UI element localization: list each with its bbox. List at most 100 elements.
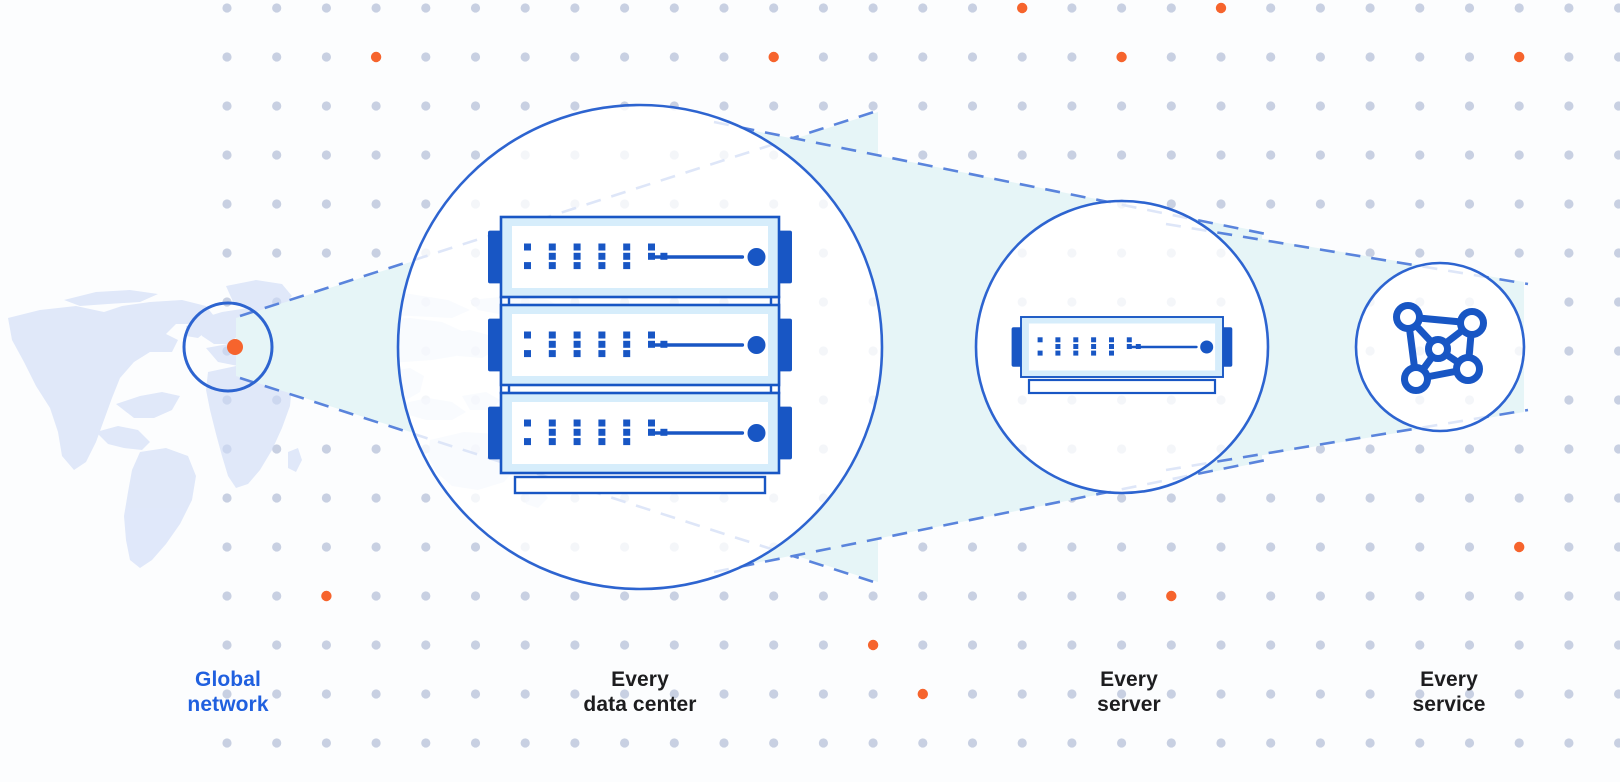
server-vent-square: [1055, 337, 1061, 343]
grid-dot: [371, 689, 381, 699]
grid-dot: [520, 101, 530, 111]
grid-dot: [321, 738, 331, 748]
grid-dot: [918, 101, 928, 111]
grid-dot: [1067, 738, 1077, 748]
grid-dot: [818, 689, 829, 699]
rack-base-plate: [513, 475, 767, 495]
grid-dot: [272, 52, 282, 62]
grid-dot: [1614, 444, 1620, 454]
grid-dot: [222, 150, 232, 160]
server-rack-unit-3: [488, 391, 792, 475]
grid-dot: [1365, 150, 1375, 160]
grid-dot: [918, 150, 928, 160]
grid-dot: [371, 591, 381, 601]
server-vent-square: [573, 340, 581, 348]
grid-dot: [868, 3, 878, 13]
grid-dot: [967, 150, 978, 160]
grid-dot: [918, 738, 928, 748]
grid-dot: [868, 689, 878, 699]
grid-dot: [769, 640, 779, 650]
grid-dot: [1216, 52, 1226, 62]
grid-dot: [222, 493, 232, 503]
grid-dot: [620, 52, 630, 62]
grid-dot: [1614, 640, 1620, 650]
grid-dot: [272, 542, 282, 552]
grid-dot: [620, 738, 630, 748]
grid-dot: [1614, 101, 1620, 111]
grid-dot: [1017, 542, 1027, 552]
server-vent-square: [524, 243, 531, 251]
grid-dot: [222, 738, 232, 748]
grid-dot: [1166, 3, 1176, 13]
grid-dot: [1365, 738, 1375, 748]
grid-dot: [321, 444, 331, 454]
grid-dot: [1564, 395, 1574, 405]
server-vent-square: [1037, 337, 1043, 343]
grid-dot: [1365, 542, 1375, 552]
server-vent-square: [598, 428, 606, 436]
grid-dot: [272, 199, 282, 209]
grid-dot: [1266, 689, 1276, 699]
grid-dot: [272, 591, 282, 601]
grid-dot: [1365, 3, 1375, 13]
grid-dot: [421, 150, 431, 160]
server-vent-square: [598, 243, 606, 251]
grid-dot: [1315, 591, 1325, 601]
grid-dot: [868, 101, 878, 111]
server-vent-square: [1073, 337, 1079, 343]
grid-dot: [1067, 101, 1077, 111]
grid-dot: [1415, 542, 1425, 552]
grid-dot: [470, 3, 481, 13]
grid-dot: [570, 689, 580, 699]
grid-dot: [1266, 738, 1276, 748]
grid-dot: [1365, 199, 1375, 209]
grid-dot: [1514, 640, 1524, 650]
grid-dot: [1315, 199, 1325, 209]
server-vent-square: [598, 331, 606, 339]
grid-dot: [1315, 493, 1325, 503]
grid-dot: [1564, 199, 1574, 209]
server-vent-square: [548, 428, 556, 436]
server-vent-square: [573, 419, 581, 427]
grid-dot: [272, 640, 282, 650]
grid-dot: [1117, 150, 1127, 160]
server-vent-square: [548, 438, 556, 446]
grid-dot: [1216, 738, 1226, 748]
grid-dot: [222, 542, 232, 552]
grid-dot: [222, 640, 232, 650]
grid-dot: [769, 591, 779, 601]
grid-dot: [1415, 444, 1425, 454]
server-vent-square: [598, 262, 606, 270]
grid-dot: [1216, 199, 1226, 209]
grid-dot: [1464, 640, 1475, 650]
grid-dot: [1415, 738, 1425, 748]
grid-dot: [620, 591, 630, 601]
network-mesh-icon: [1393, 302, 1487, 394]
grid-dot: [1464, 3, 1475, 13]
grid-dot: [1266, 3, 1276, 13]
grid-dot: [1117, 3, 1127, 13]
server-vent-square: [1109, 344, 1114, 349]
grid-dot: [1315, 3, 1325, 13]
grid-dot: [570, 3, 580, 13]
grid-dot: [719, 101, 729, 111]
grid-dot: [371, 493, 381, 503]
grid-dot: [1514, 493, 1524, 503]
grid-dot: [1514, 150, 1524, 160]
server-vent-square: [1055, 344, 1061, 349]
grid-dot: [868, 738, 878, 748]
grid-dot: [1365, 248, 1375, 258]
grid-dot: [1464, 199, 1475, 209]
grid-dot: [1415, 150, 1425, 160]
server-unit-body: [1011, 316, 1233, 378]
server-vent-square: [573, 438, 581, 446]
grid-dot: [1166, 640, 1176, 650]
grid-dot-accent: [1514, 541, 1525, 553]
grid-dot: [222, 248, 232, 258]
grid-dot: [321, 542, 331, 552]
grid-dot: [620, 689, 630, 699]
server-vent-square: [1126, 337, 1132, 343]
grid-dot: [1216, 591, 1226, 601]
grid-dot: [719, 52, 729, 62]
